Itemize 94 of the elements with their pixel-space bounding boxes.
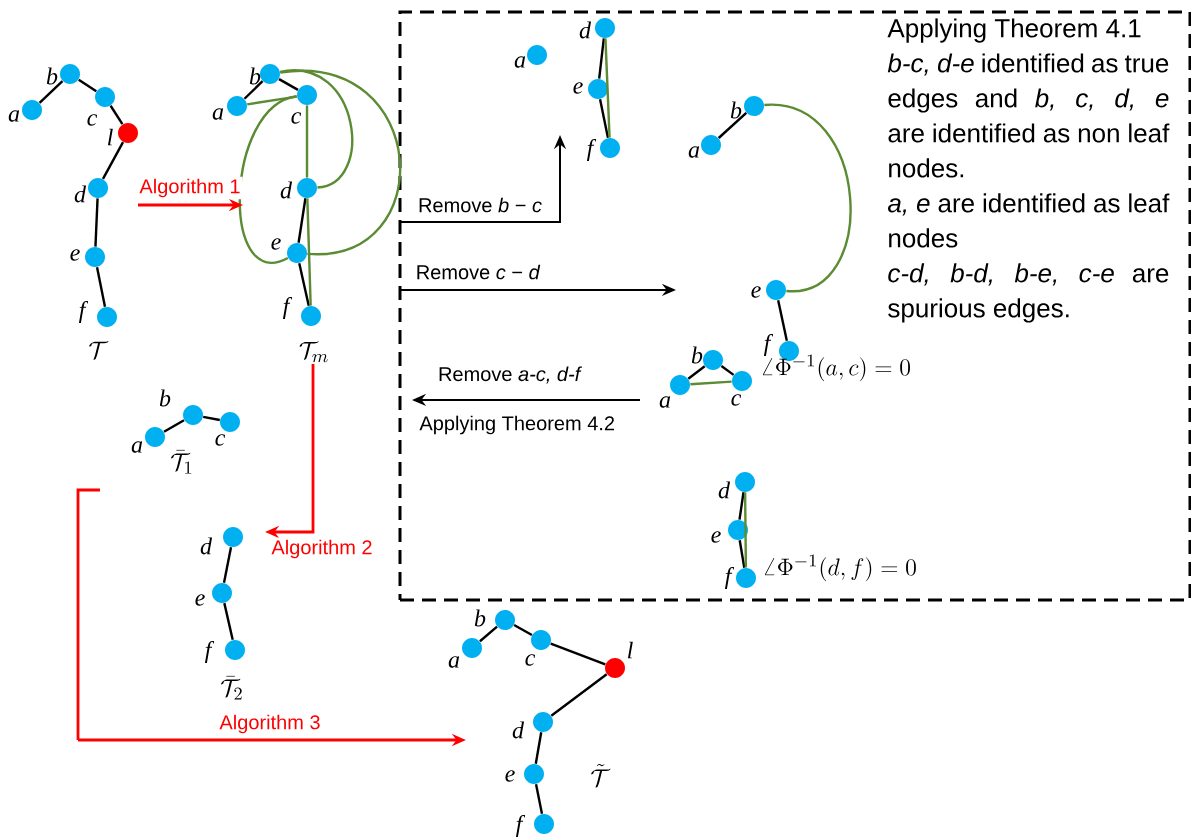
graph-edge bbox=[777, 299, 788, 342]
vertex-letter: l bbox=[107, 128, 113, 146]
vertex-letter: b bbox=[691, 346, 703, 364]
vertex-letter: c bbox=[87, 114, 98, 126]
vertex-letter: b bbox=[730, 101, 742, 119]
vertex-letter: f bbox=[763, 334, 774, 356]
graph-edge bbox=[305, 105, 309, 178]
note-text: b-c, d-e identified as true edges and b, c, d, e are identified as non leaf nodes. bbox=[887, 53, 1170, 178]
vertex-letter: f bbox=[78, 301, 89, 323]
vertex-letter: b bbox=[474, 609, 486, 627]
vertex-letter: e bbox=[711, 531, 721, 543]
graph-edge bbox=[598, 98, 610, 139]
vertex-letter: e bbox=[70, 249, 80, 261]
vertex-letter: a bbox=[212, 108, 224, 120]
graph-edge bbox=[306, 198, 312, 306]
vertex-letter: c bbox=[215, 434, 226, 446]
graph-edge bbox=[550, 642, 606, 666]
arrow-label: Algorithm 1 bbox=[137, 176, 243, 200]
vertex-letter: d bbox=[200, 537, 213, 555]
vertex-letter: l bbox=[627, 641, 633, 659]
vertex-letter: f bbox=[586, 139, 597, 161]
formula-label: $\mathcal{T}$ bbox=[89, 341, 109, 360]
vertex-letter: a bbox=[448, 656, 460, 668]
graph-edge bbox=[298, 262, 310, 307]
graph-edge bbox=[95, 266, 107, 308]
vertex-letter: a bbox=[514, 56, 526, 68]
note-text: Applying Theorem 4.1 bbox=[887, 18, 1141, 43]
arrow-label: Algorithm 3 bbox=[217, 712, 323, 736]
vertex-letter: f bbox=[282, 297, 293, 319]
graph-edge bbox=[101, 141, 125, 180]
formula-label: $\angle\Phi^{-1}(d,f)=0$ bbox=[764, 554, 916, 582]
vertex-letter: b bbox=[46, 67, 58, 85]
graph-edge bbox=[534, 732, 543, 764]
curved-edge bbox=[238, 95, 298, 264]
vertex-letter: a bbox=[659, 396, 671, 408]
formula-label: $\angle\Phi^{-1}(a,c)=0$ bbox=[762, 354, 910, 382]
graph-edge bbox=[738, 540, 746, 568]
vertex-letter: f bbox=[724, 567, 735, 589]
vertex-letter: e bbox=[751, 286, 761, 298]
graph-edge bbox=[203, 415, 220, 422]
arrow-label: Remove c − d bbox=[413, 262, 543, 282]
graph-edge bbox=[247, 95, 297, 106]
graph-edge bbox=[222, 546, 233, 584]
curved-edge bbox=[280, 70, 401, 256]
arrow-label: Remove a-c, d-f bbox=[436, 364, 584, 386]
graph-edge bbox=[278, 78, 299, 91]
vertex-letter: d bbox=[718, 481, 731, 499]
vertex-letter: e bbox=[505, 770, 515, 782]
curved-edge bbox=[764, 103, 852, 293]
arrow-label: Remove b − c bbox=[416, 195, 544, 215]
graph-edge bbox=[78, 78, 97, 93]
vertex-letter: a bbox=[131, 441, 143, 453]
graph-edge bbox=[690, 380, 732, 386]
graph-edge bbox=[513, 624, 533, 636]
graph-edge bbox=[598, 38, 605, 79]
graph-edge bbox=[163, 419, 185, 433]
vertex-letter: c bbox=[291, 112, 302, 124]
vertex-letter: b bbox=[249, 67, 261, 85]
graph-edge bbox=[604, 38, 611, 138]
vertex-letter: f bbox=[515, 815, 526, 837]
graph-edge bbox=[738, 492, 745, 520]
formula-label: $\mathcal{T}_m$ bbox=[299, 341, 328, 363]
vertex-letter: a bbox=[688, 146, 700, 158]
vertex-letter: b bbox=[159, 389, 171, 407]
graph-edge bbox=[223, 602, 234, 641]
vertex-letter: d bbox=[280, 181, 293, 199]
vertex-letter: e bbox=[271, 238, 281, 250]
graph-edge bbox=[717, 112, 748, 139]
vertex-letter: f bbox=[204, 641, 215, 663]
graph-edge bbox=[243, 80, 264, 100]
formula-label: $\bar{\mathcal{T}}_1$ bbox=[171, 449, 192, 474]
arrow-label: Applying Theorem 4.2 bbox=[417, 413, 618, 437]
arrow-label: Algorithm 2 bbox=[269, 537, 375, 561]
graph-edge bbox=[94, 198, 99, 247]
graph-edge bbox=[550, 673, 608, 717]
graph-edge bbox=[534, 783, 544, 815]
vertex-letter: d bbox=[579, 21, 592, 39]
graph-edge bbox=[743, 492, 748, 568]
graph-edge bbox=[687, 365, 706, 380]
vertex-letter: e bbox=[573, 82, 583, 94]
curved-edge bbox=[280, 69, 354, 189]
vertex-letter: d bbox=[74, 185, 87, 203]
graph-edge bbox=[297, 198, 307, 243]
vertex-letter: c bbox=[731, 394, 742, 406]
note-text: c-d, b-d, b-e, c-e are spurious edges. bbox=[888, 263, 1169, 323]
vertex-letter: a bbox=[8, 110, 20, 122]
vertex-letter: c bbox=[525, 654, 536, 666]
graph-edge bbox=[38, 80, 64, 104]
formula-label: $\tilde{\mathcal{T}}$ bbox=[591, 764, 611, 788]
vertex-letter: e bbox=[195, 594, 205, 606]
vertex-letter: d bbox=[512, 721, 525, 739]
graph-edge bbox=[720, 365, 735, 376]
graph-edge bbox=[479, 625, 498, 643]
graph-edge bbox=[109, 105, 124, 125]
